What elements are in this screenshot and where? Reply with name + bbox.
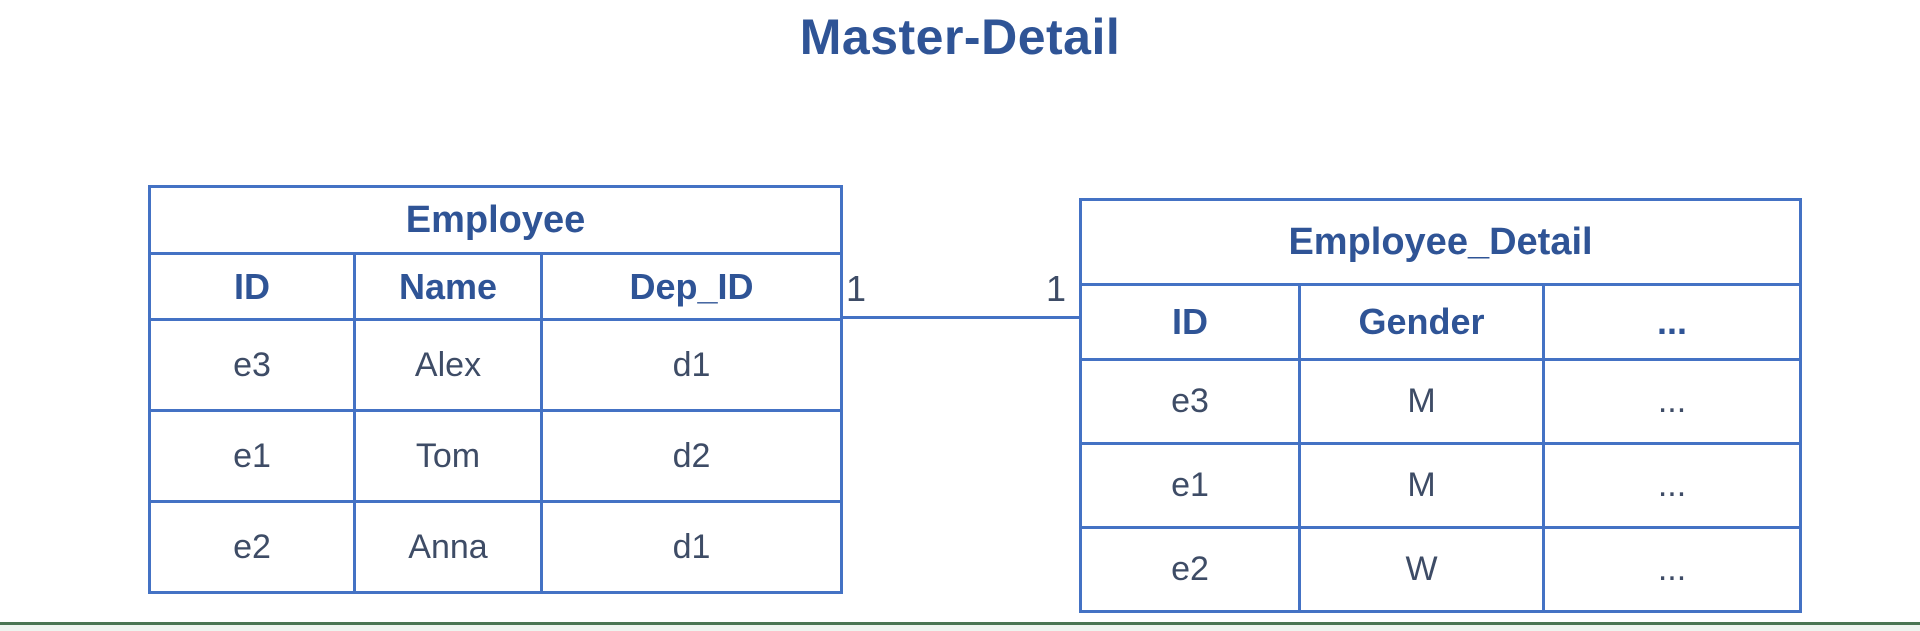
- employee-detail-title-row: Employee_Detail: [1078, 198, 1803, 286]
- employee-detail-header-gender: Gender: [1298, 283, 1545, 361]
- bottom-green-rule: [0, 622, 1920, 625]
- employee-detail-header-id: ID: [1079, 283, 1301, 361]
- employee-detail-cell-id: e3: [1079, 358, 1301, 445]
- employee-header-row: ID Name Dep_ID: [148, 252, 843, 321]
- employee-header-dep-id: Dep_ID: [540, 252, 843, 321]
- employee-detail-header-row: ID Gender ...: [1079, 283, 1803, 361]
- cardinality-label-left: 1: [846, 268, 867, 309]
- employee-detail-entity-table: Employee_Detail ID Gender ... e3 M ... e…: [1078, 198, 1803, 613]
- employee-detail-cell-ellipsis: ...: [1541, 526, 1803, 613]
- table-row: e3 Alex d1: [148, 318, 843, 412]
- employee-header-name: Name: [353, 252, 543, 321]
- table-row: e1 Tom d2: [148, 409, 843, 503]
- employee-detail-cell-gender: W: [1298, 526, 1545, 613]
- employee-cell-dep-id: d2: [540, 409, 843, 503]
- employee-detail-cell-gender: M: [1298, 358, 1545, 445]
- employee-entity-table: Employee ID Name Dep_ID e3 Alex d1 e1 To…: [148, 185, 843, 594]
- table-row: e1 M ...: [1079, 442, 1803, 529]
- employee-cell-name: Anna: [353, 500, 543, 594]
- employee-title-row: Employee: [148, 185, 843, 255]
- employee-detail-cell-ellipsis: ...: [1541, 358, 1803, 445]
- employee-detail-cell-gender: M: [1298, 442, 1545, 529]
- relationship-connector-line: [840, 316, 1079, 319]
- employee-header-id: ID: [148, 252, 356, 321]
- employee-cell-name: Tom: [353, 409, 543, 503]
- employee-cell-dep-id: d1: [540, 318, 843, 412]
- employee-detail-cell-id: e1: [1079, 442, 1301, 529]
- employee-detail-header-ellipsis: ...: [1541, 283, 1803, 361]
- bottom-band: [0, 625, 1920, 631]
- employee-cell-name: Alex: [353, 318, 543, 412]
- employee-detail-table-title: Employee_Detail: [1078, 198, 1803, 286]
- employee-table-title: Employee: [148, 185, 843, 255]
- employee-cell-id: e2: [148, 500, 356, 594]
- table-row: e3 M ...: [1079, 358, 1803, 445]
- employee-detail-cell-id: e2: [1079, 526, 1301, 613]
- cardinality-label-right: 1: [1045, 268, 1066, 309]
- table-row: e2 W ...: [1079, 526, 1803, 613]
- employee-detail-cell-ellipsis: ...: [1541, 442, 1803, 529]
- employee-cell-dep-id: d1: [540, 500, 843, 594]
- page-title: Master-Detail: [799, 9, 1121, 65]
- table-row: e2 Anna d1: [148, 500, 843, 594]
- employee-cell-id: e3: [148, 318, 356, 412]
- employee-cell-id: e1: [148, 409, 356, 503]
